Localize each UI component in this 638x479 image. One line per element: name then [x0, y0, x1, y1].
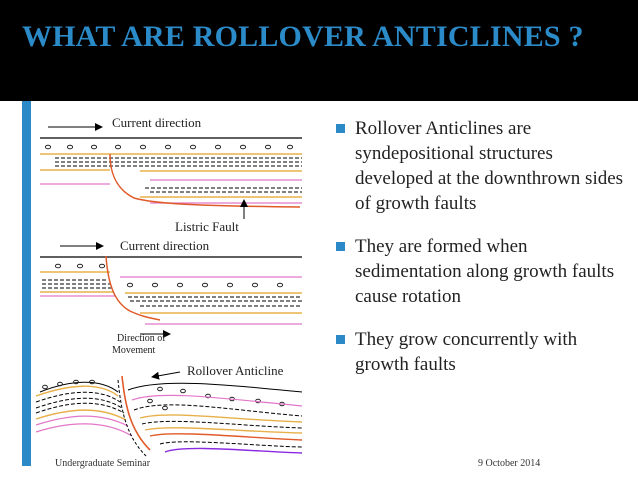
- current-direction-label: Current direction: [112, 115, 202, 130]
- rollover-bed: [144, 427, 303, 434]
- bullet-square-icon: [336, 335, 345, 344]
- bullet-item: They are formed when sedimentation along…: [333, 234, 633, 309]
- header-bar: [0, 0, 638, 101]
- bullet-list: Rollover Anticlines are syndepositional …: [333, 116, 633, 395]
- rollover-bed: [164, 447, 303, 454]
- listric-fault: [109, 153, 301, 208]
- rollover-bed: [133, 404, 303, 417]
- footer-date: 9 October 2014: [478, 458, 541, 469]
- slide-title: WHAT ARE ROLLOVER ANTICLINES ?: [22, 20, 584, 53]
- anticline-arrow: [151, 371, 181, 380]
- growth-fault: [105, 255, 161, 321]
- upthrown-bed: [35, 423, 133, 437]
- listric-fault-label: Listric Fault: [175, 219, 239, 234]
- upthrown-bed: [35, 402, 125, 414]
- panel-1: Current direction Listric Fault: [40, 115, 302, 234]
- panel-2: Current direction Direction of Movement: [40, 238, 302, 356]
- movement-label: Direction of: [117, 333, 166, 344]
- bullet-text: They grow concurrently with growth fault…: [355, 329, 578, 375]
- gravel-beds: [44, 144, 294, 150]
- rollover-bed: [141, 420, 303, 429]
- upthrown-bed: [35, 409, 127, 421]
- footer-course: Undergraduate Seminar: [55, 458, 151, 469]
- bullet-square-icon: [336, 242, 345, 251]
- fault-plane: [121, 375, 151, 451]
- bullet-text: Rollover Anticlines are syndepositional …: [355, 118, 624, 214]
- rollover-bed: [127, 382, 303, 393]
- current-direction-label: Current direction: [120, 238, 210, 253]
- rollover-bed: [159, 441, 303, 448]
- gravel-beds: [42, 379, 285, 411]
- accent-bar: [22, 101, 31, 466]
- fault-plane: [117, 379, 147, 457]
- upthrown-bed: [35, 385, 119, 397]
- bullet-text: They are formed when sedimentation along…: [355, 236, 615, 307]
- upthrown-bed: [35, 391, 121, 403]
- rollover-anticline-label: Rollover Anticline: [187, 363, 284, 378]
- gravel-beds: [54, 263, 284, 288]
- rollover-bed: [149, 433, 303, 441]
- bullet-square-icon: [336, 124, 345, 133]
- upthrown-bed: [35, 415, 129, 427]
- rollover-bed: [139, 414, 303, 423]
- bullet-item: They grow concurrently with growth fault…: [333, 327, 633, 377]
- bullet-item: Rollover Anticlines are syndepositional …: [333, 116, 633, 216]
- movement-label: Movement: [112, 345, 156, 356]
- panel-3: Rollover Anticline: [35, 363, 303, 457]
- upthrown-bed: [39, 381, 119, 393]
- rollover-bed: [131, 394, 303, 407]
- rollover-anticline-diagram: Current direction Listric Fault Current …: [35, 115, 303, 457]
- upthrown-bed: [35, 397, 123, 409]
